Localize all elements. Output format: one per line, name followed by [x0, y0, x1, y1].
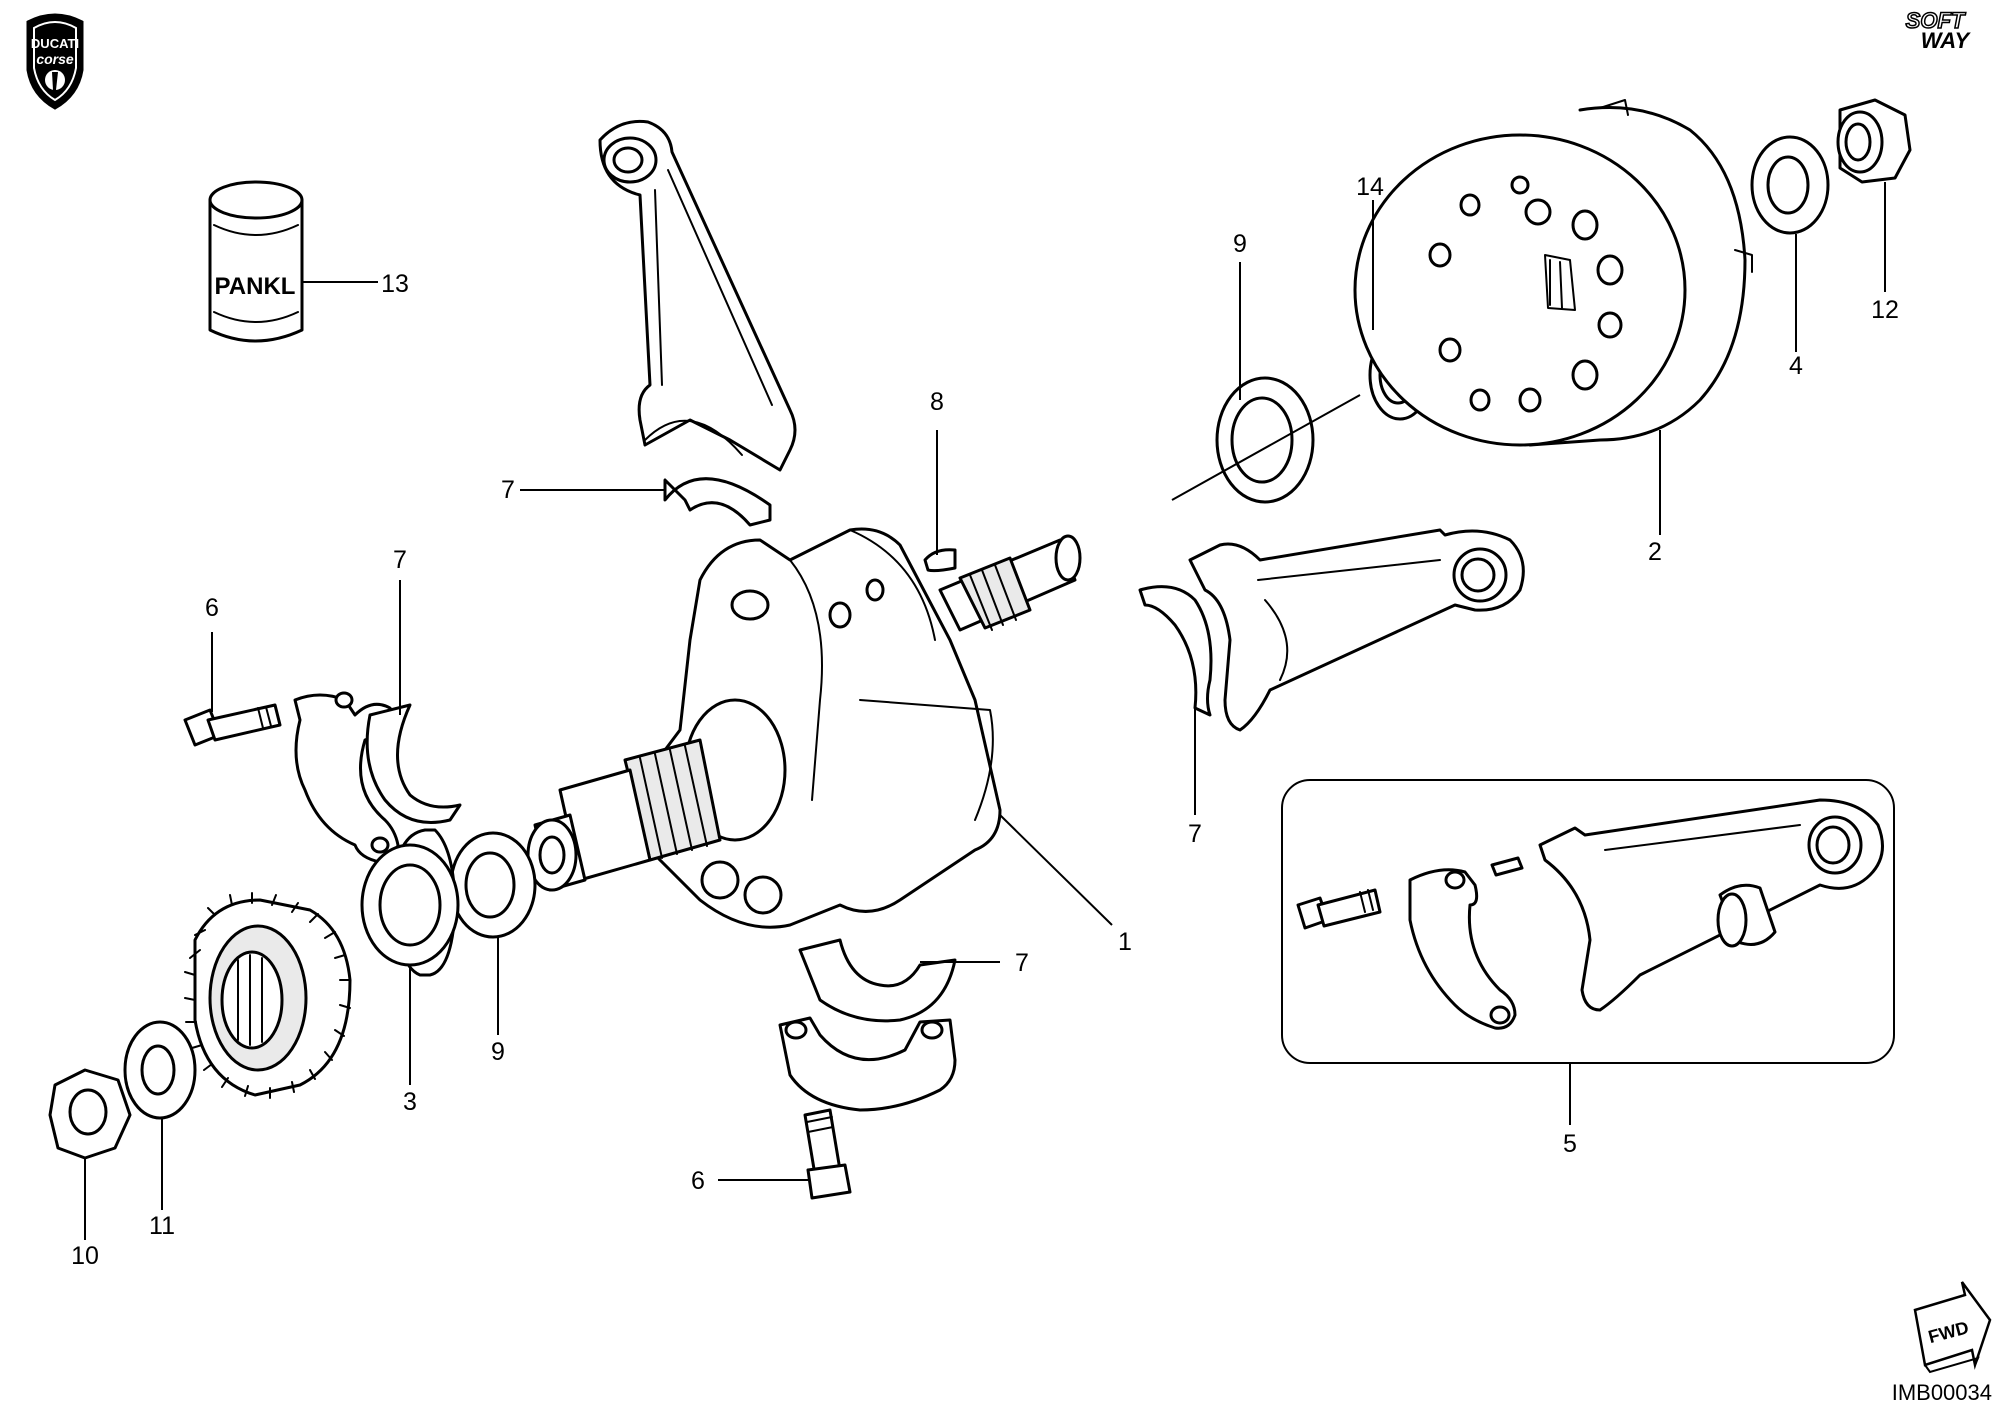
part-2-flywheel [1353, 99, 1753, 447]
callout-3: 3 [403, 1088, 417, 1116]
callout-9-left: 9 [491, 1038, 505, 1066]
logo-line2: corse [36, 51, 74, 67]
part-3-seal [360, 828, 460, 977]
callout-2: 2 [1648, 538, 1662, 566]
callout-13: 13 [381, 270, 409, 298]
callout-7-lower: 7 [1015, 949, 1029, 977]
part-7-bearing-shell-lower [798, 938, 957, 1023]
drawing-code: IMB00034 [1892, 1380, 1992, 1405]
callout-8: 8 [930, 388, 944, 416]
timing-gear [184, 892, 352, 1099]
callout-6-bottom: 6 [691, 1167, 705, 1195]
callout-6-left: 6 [205, 594, 219, 622]
callout-5: 5 [1563, 1130, 1577, 1158]
softway-line2: WAY [1921, 28, 1972, 53]
softway-line1: SOFT [1906, 8, 1966, 33]
leader-lines [84, 182, 1886, 1240]
callout-11: 11 [149, 1212, 175, 1240]
callout-9-right: 9 [1233, 230, 1247, 258]
part-7-bearing-shell-right [1138, 585, 1213, 717]
callout-1: 1 [1118, 928, 1132, 956]
part-10-nut [48, 1068, 132, 1160]
part-7-bearing-shell-upper [663, 477, 772, 527]
callout-7-right: 7 [1188, 820, 1202, 848]
part-11-washer [123, 1020, 197, 1120]
bushing-brand-text: PANKL [215, 273, 296, 300]
part-13-pankl-bushing: PANKL [208, 180, 304, 343]
part-1-crankshaft [526, 527, 1082, 929]
callout-7-upper: 7 [501, 476, 515, 504]
ducati-corse-logo: DUCATI corse [26, 13, 84, 110]
part-7-bearing-shell-left [365, 703, 462, 824]
logo-line1: DUCATI [31, 36, 79, 51]
part-5-rod-assembly-box [1281, 779, 1895, 1064]
part-6-bolt-bottom [803, 1108, 852, 1200]
part-4-washer [1750, 135, 1830, 235]
lower-rod-cap [778, 1016, 957, 1112]
callout-4: 4 [1789, 352, 1803, 380]
callout-7-left: 7 [393, 546, 407, 574]
callout-14: 14 [1356, 173, 1384, 201]
callout-12: 12 [1871, 296, 1899, 324]
part-12-nut [1836, 98, 1912, 184]
connecting-rod-upper [598, 119, 797, 472]
callout-labels: 13 7 8 6 7 9 14 2 4 12 7 1 7 9 3 11 10 6… [71, 173, 1899, 1270]
part-9-washer-left [449, 831, 537, 939]
part-6-bolt-left [183, 703, 282, 747]
fwd-arrow-icon: FWD [1913, 1281, 1992, 1374]
part-8-key [923, 548, 957, 573]
softway-logo: SOFT WAY [1905, 7, 1972, 53]
callout-10: 10 [71, 1242, 99, 1270]
part-9-washer-right [1215, 376, 1315, 504]
connecting-rod-right [1188, 528, 1525, 732]
